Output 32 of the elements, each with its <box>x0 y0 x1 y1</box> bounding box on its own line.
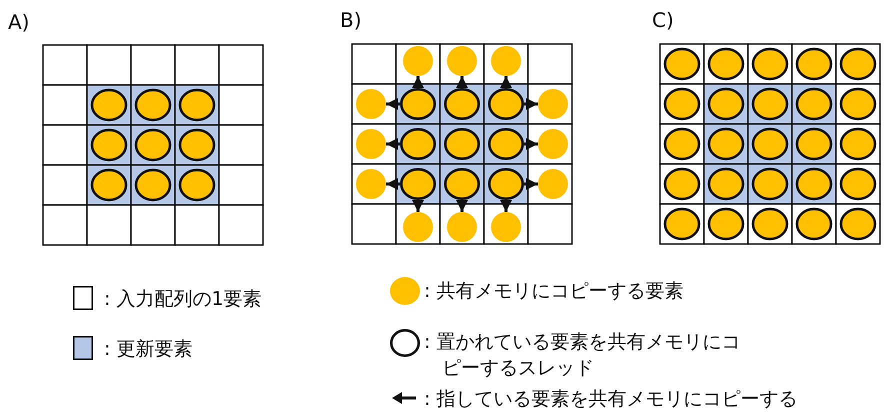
arrow <box>524 98 538 110</box>
element-dot <box>538 169 568 199</box>
element-dot <box>403 46 433 76</box>
arrow <box>524 138 538 150</box>
element-dot <box>356 169 386 199</box>
panel-label: B) <box>340 8 362 32</box>
arrow <box>456 200 468 212</box>
arrow <box>456 76 468 88</box>
legend-text: : 指している要素を共有メモリにコピーする <box>424 387 798 412</box>
element-dot <box>538 129 568 159</box>
element-dot <box>491 46 521 76</box>
arrow <box>500 76 512 88</box>
arrow <box>500 200 512 212</box>
legend-text: : 置かれている要素を共有メモリにコピーするスレッド <box>424 330 742 381</box>
element-dot <box>356 89 386 119</box>
panel-label: A) <box>8 10 30 34</box>
arrow <box>386 98 400 110</box>
arrow <box>386 138 400 150</box>
arrow <box>386 178 400 190</box>
arrow <box>524 178 538 190</box>
element-dot <box>356 129 386 159</box>
element-dot <box>447 46 477 76</box>
panel-label: C) <box>652 8 674 32</box>
element-dot <box>403 212 433 242</box>
legend-text: : 入力配列の1要素 <box>104 287 263 312</box>
legend-text: : 更新要素 <box>104 337 194 362</box>
legend-text: : 共有メモリにコピーする要素 <box>424 279 684 304</box>
arrow <box>412 200 424 212</box>
arrow <box>412 76 424 88</box>
element-dot <box>491 212 521 242</box>
element-dot <box>447 212 477 242</box>
element-dot <box>538 89 568 119</box>
